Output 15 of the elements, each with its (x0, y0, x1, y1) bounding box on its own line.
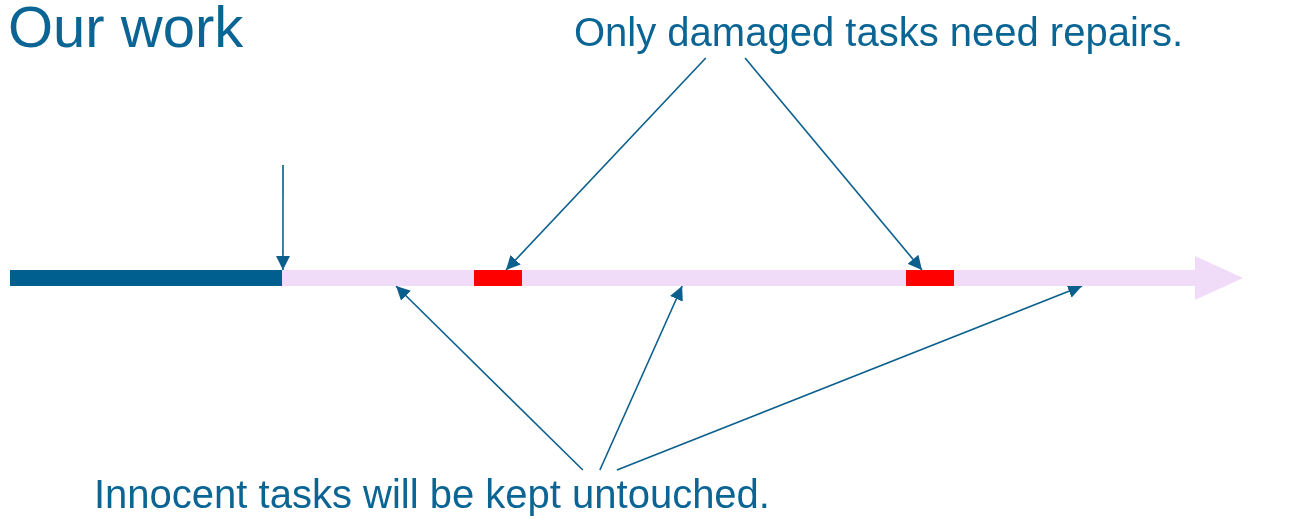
slide-title: Our work (8, 0, 244, 60)
leader-line (599, 285, 683, 471)
damaged-segment (906, 270, 954, 286)
leader-line (505, 57, 707, 271)
timeline-segment (522, 270, 906, 286)
timeline-segment (282, 270, 474, 286)
leader-line (395, 285, 584, 471)
leader-line (744, 57, 923, 271)
timeline-arrow (954, 256, 1243, 300)
callout-text: Only damaged tasks need repairs. (574, 8, 1302, 58)
arrow (275, 164, 290, 271)
damaged-segment (474, 270, 522, 286)
completed-segment (10, 270, 282, 286)
leader-line (616, 284, 1083, 471)
callout-text: Innocent tasks will be kept untouched. (94, 470, 906, 518)
